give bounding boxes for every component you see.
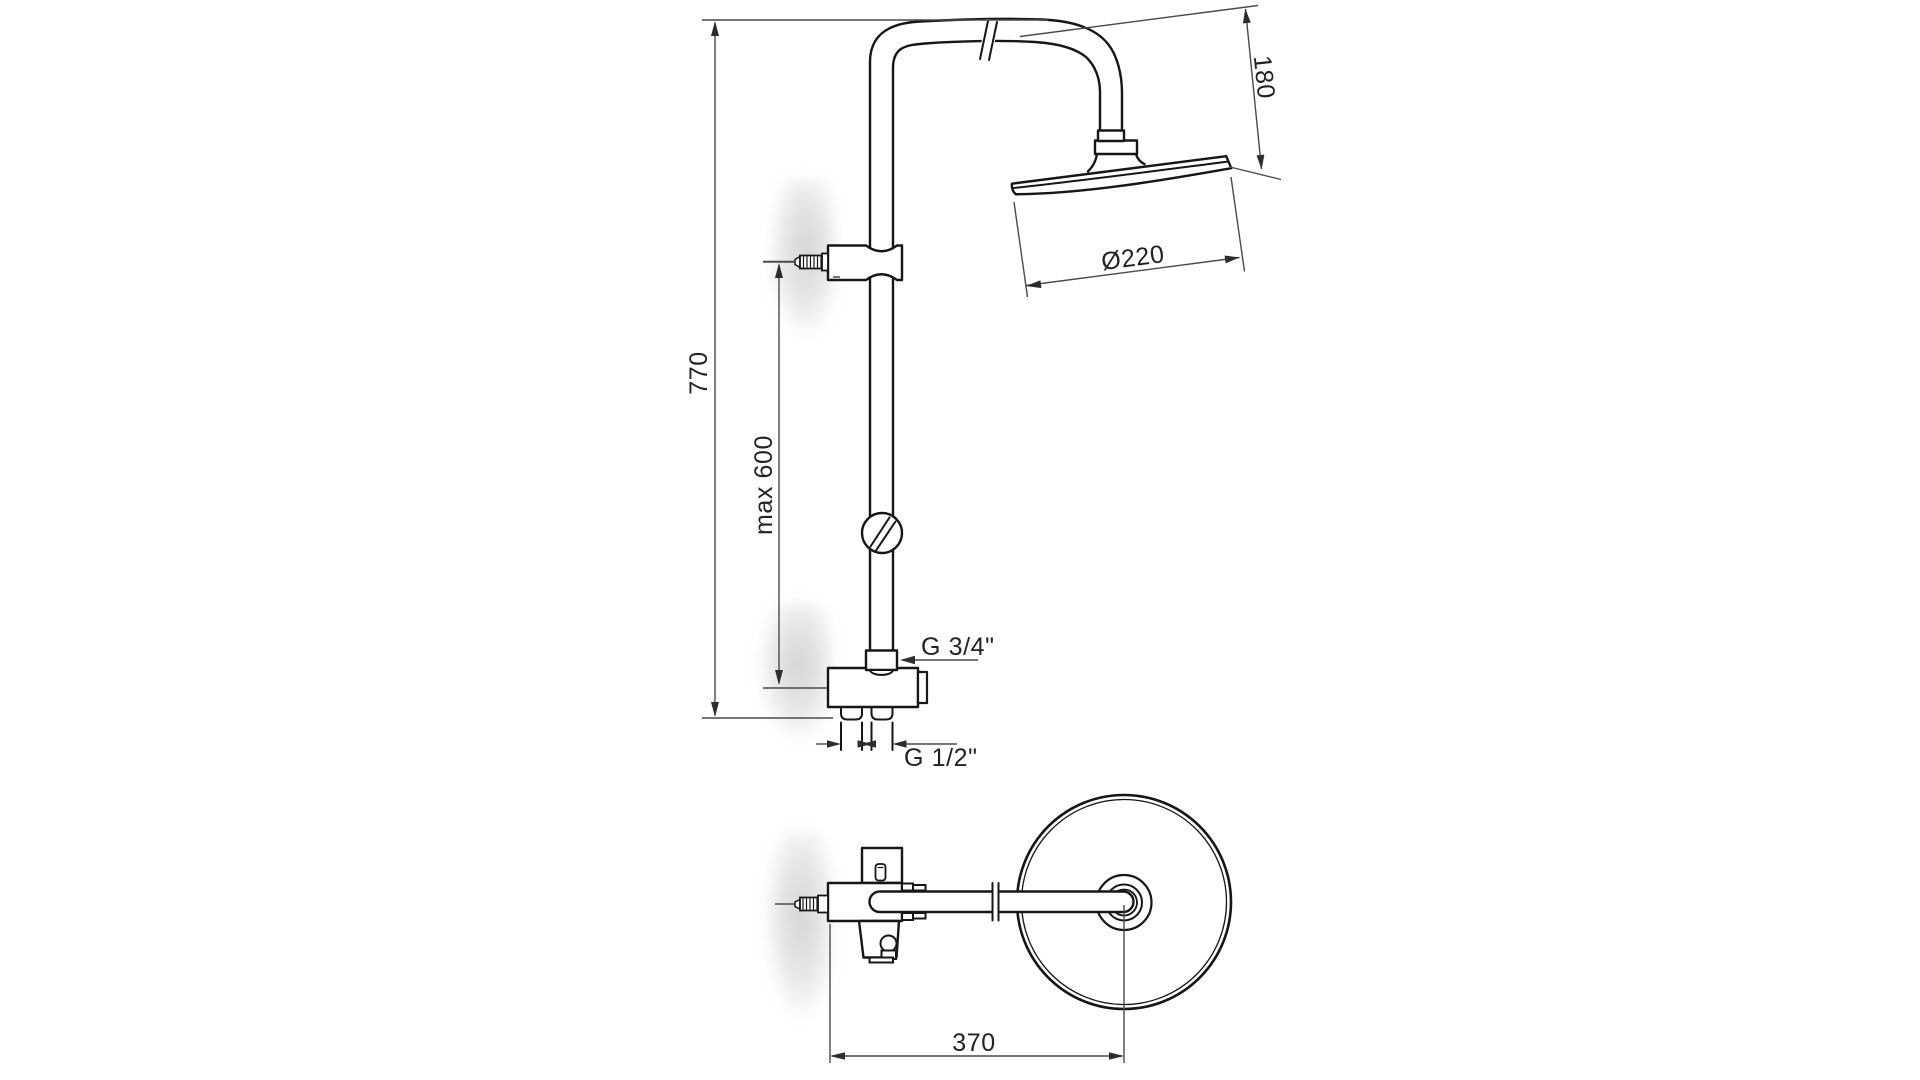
g34-nut (864, 649, 899, 672)
slider-bracket (826, 244, 904, 282)
riser-pipe-and-arm (868, 17, 1124, 653)
rail-break-lines (991, 882, 1000, 922)
pipe-break-lines (979, 20, 998, 61)
diverter-tee (826, 649, 929, 709)
shower-head-side (1010, 129, 1233, 196)
slider-ring (860, 511, 904, 555)
dim-180-label: 180 (1248, 54, 1280, 100)
pipe-break-gap (978, 19, 999, 61)
head-joint-band (1096, 129, 1126, 143)
label-g34: G 3/4" (900, 633, 995, 665)
dim-diameter-label: Ø220 (1100, 240, 1167, 276)
wall-screw-plan (775, 894, 829, 914)
dim-770: 770 (685, 21, 833, 719)
plan-handset-holder (857, 919, 901, 964)
dim-370-label: 370 (952, 1029, 996, 1057)
g12-label: G 1/2" (904, 744, 978, 772)
dim-370: 370 (829, 905, 1125, 1063)
head-flare (1086, 152, 1146, 173)
dim-770-label: 770 (685, 351, 713, 395)
dim-180: 180 (1019, 4, 1282, 181)
head-collar (1093, 139, 1139, 156)
dim-g12: G 1/2" (816, 740, 978, 772)
dim-diameter-220: Ø220 (1013, 176, 1246, 298)
g34-label: G 3/4" (921, 633, 995, 661)
top-view: 370 (775, 793, 1233, 1063)
plan-rail (868, 882, 1135, 922)
dimension-lines-front: 770 max 600 18 (685, 4, 1282, 772)
g34-nut-dome (868, 669, 895, 676)
dim-max-600: max 600 (750, 260, 827, 689)
front-view: 770 max 600 18 (685, 4, 1282, 772)
dim-max600-label: max 600 (750, 435, 778, 535)
